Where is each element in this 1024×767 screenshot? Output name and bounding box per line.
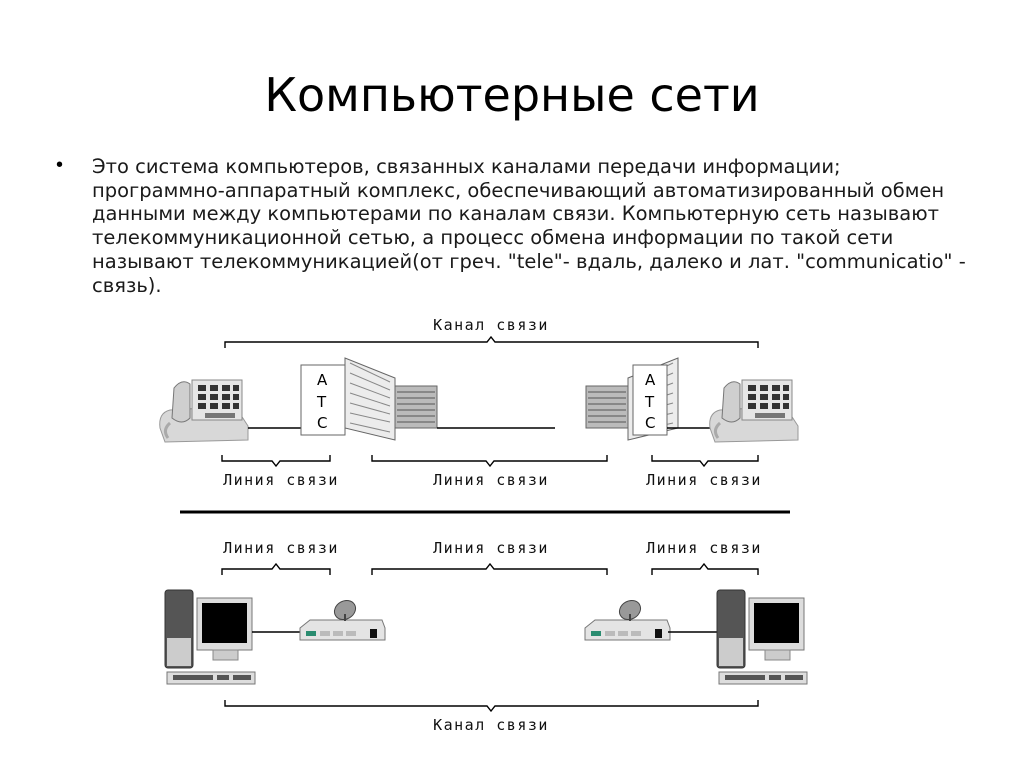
line-brace — [371, 455, 608, 468]
line-label: Линия связи — [223, 539, 339, 557]
channel-label-bottom: Канал связи — [433, 716, 549, 734]
line-label: Линия связи — [433, 471, 549, 489]
bullet-marker: • — [56, 154, 64, 176]
line-label: Линия связи — [433, 539, 549, 557]
line-label: Линия связи — [223, 471, 339, 489]
atc-letter: А — [317, 371, 328, 389]
exchange-building-icon-left — [344, 357, 438, 441]
line-brace — [371, 562, 608, 575]
line-brace — [221, 455, 331, 468]
atc-letter: Т — [644, 393, 655, 411]
atc-letter: Т — [316, 393, 327, 411]
atc-letter: А — [645, 371, 656, 389]
channel-label-top: Канал связи — [433, 316, 549, 334]
telephone-icon-right — [708, 378, 800, 444]
atc-letter: С — [317, 414, 327, 432]
slide-title: Компьютерные сети — [264, 68, 760, 122]
line-brace — [651, 455, 759, 468]
computer-icon-right — [716, 589, 808, 685]
channel-brace-top — [224, 335, 759, 348]
computer-icon-left — [164, 589, 256, 685]
telephone-icon-left — [158, 378, 250, 444]
atc-box-right — [632, 364, 668, 436]
modem-icon-left — [299, 595, 386, 641]
line-label: Линия связи — [646, 471, 762, 489]
line-brace — [221, 562, 331, 575]
line-label: Линия связи — [646, 539, 762, 557]
atc-letter: С — [645, 414, 655, 432]
modem-icon-right — [584, 595, 671, 641]
bullet-text: Это система компьютеров, связанных канал… — [92, 155, 966, 297]
atc-box-left — [300, 364, 346, 436]
line-brace — [651, 562, 759, 575]
channel-brace-bottom — [224, 700, 759, 713]
